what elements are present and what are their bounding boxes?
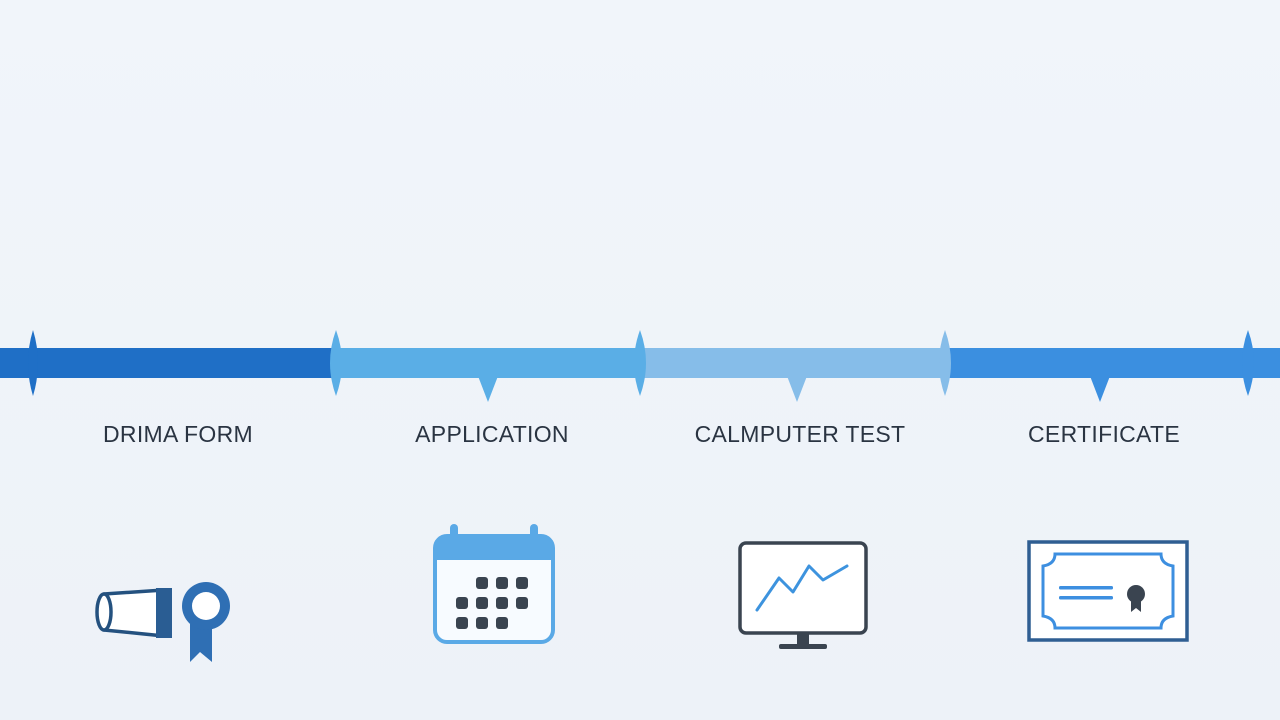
timeline-node-4 [1242,330,1254,396]
timeline-track [0,330,1280,402]
timeline-segment-3 [642,348,946,378]
certificate-icon [1027,540,1189,642]
timeline-node-0 [28,330,38,396]
timeline-segment-4 [946,348,1280,378]
step-label-4: CERTIFICATE [1028,421,1180,447]
diploma-ribbon-icon [95,582,230,662]
timeline-node-2 [634,330,646,396]
timeline-segment-1 [0,348,336,378]
timeline-node-1 [330,330,342,396]
step-label-2: APPLICATION [415,421,569,447]
timeline-pointer-2 [478,376,498,402]
step-label-1: DRIMA FORM [103,421,253,447]
computer-monitor-icon [738,541,868,649]
step-label-3: CALMPUTER TEST [694,421,906,447]
timeline-node-3 [939,330,951,396]
timeline-pointer-3 [787,376,807,402]
timeline-pointer-4 [1090,376,1110,402]
calendar-icon [433,524,555,644]
timeline-segment-2 [336,348,642,378]
